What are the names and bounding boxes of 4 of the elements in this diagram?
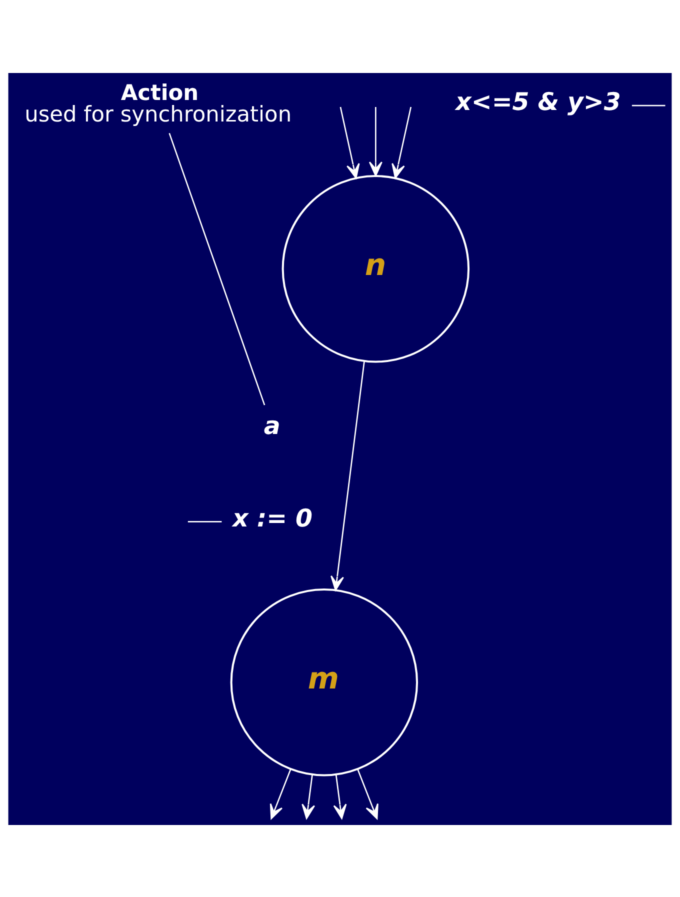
node-text: x := 0 xyxy=(232,502,313,532)
node-text: x<=5 & y>3 xyxy=(456,86,621,116)
node-text: a xyxy=(264,410,280,440)
node-text: Action used for synchronization xyxy=(24,80,292,128)
